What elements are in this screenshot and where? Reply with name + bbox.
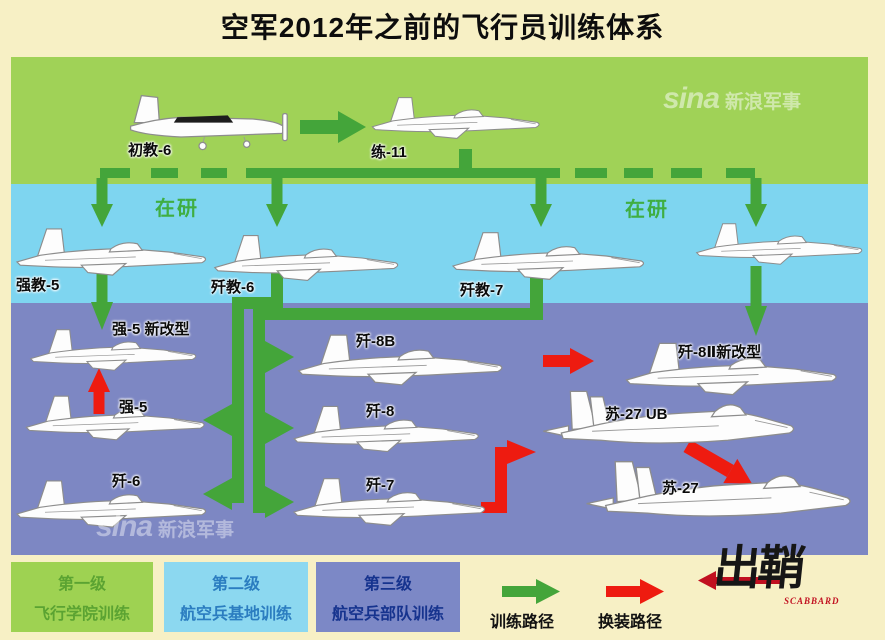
aircraft-su27-illustration (570, 456, 868, 536)
label-su27: 苏-27 (662, 480, 699, 497)
aircraft-j8b-illustration (272, 328, 528, 392)
label-j8ii: 歼-8Ⅱ新改型 (678, 344, 762, 361)
aircraft-q5-illustration (12, 390, 218, 446)
label-qj5: 强教-5 (16, 277, 60, 294)
legend-conversion-path-label: 换装路径 (598, 614, 663, 631)
scabbard-logo-text: 出鞘 (711, 541, 805, 594)
label-j6: 歼-6 (112, 473, 141, 490)
label-j8b: 歼-8B (356, 333, 396, 350)
sina-logo: sina (663, 82, 720, 115)
label-su27ub: 苏-27 UB (605, 406, 668, 423)
label-j7: 歼-7 (366, 477, 395, 494)
page-title: 空军2012年之前的飞行员训练体系 (220, 12, 665, 43)
label-q5new: 强-5 新改型 (112, 321, 190, 338)
aircraft-su27ub-illustration (520, 386, 818, 462)
label-q5: 强-5 (119, 399, 148, 416)
annotation-in-development-left: 在研 (155, 198, 199, 220)
label-j8: 歼-8 (366, 403, 395, 420)
legend-level1-box: 第一级 飞行学院训练 (11, 562, 153, 632)
label-jl11: 练-11 (371, 144, 407, 161)
sina-watermark-bottom: sina 新浪军事 (96, 510, 235, 543)
legend-level2-box: 第二级 航空兵基地训练 (164, 562, 308, 632)
scabbard-logo-latin: SCABBARD (784, 596, 840, 606)
sina-watermark-top: sina 新浪军事 (663, 82, 802, 115)
legend-training-path-label: 训练路径 (490, 614, 555, 631)
legend-training-arrow (502, 579, 560, 604)
annotation-in-development-right: 在研 (625, 199, 669, 221)
label-jj7: 歼教-7 (460, 282, 504, 299)
label-cj6: 初教-6 (128, 142, 172, 159)
legend-conversion-arrow (606, 579, 664, 604)
sina-logo: sina (96, 510, 153, 543)
label-jj6: 歼教-6 (211, 279, 255, 296)
aircraft-l15-illustration (690, 218, 868, 270)
scabbard-logo: 出鞘 SCABBARD (700, 538, 860, 618)
legend-level3-box: 第三级 航空兵部队训练 (316, 562, 460, 632)
